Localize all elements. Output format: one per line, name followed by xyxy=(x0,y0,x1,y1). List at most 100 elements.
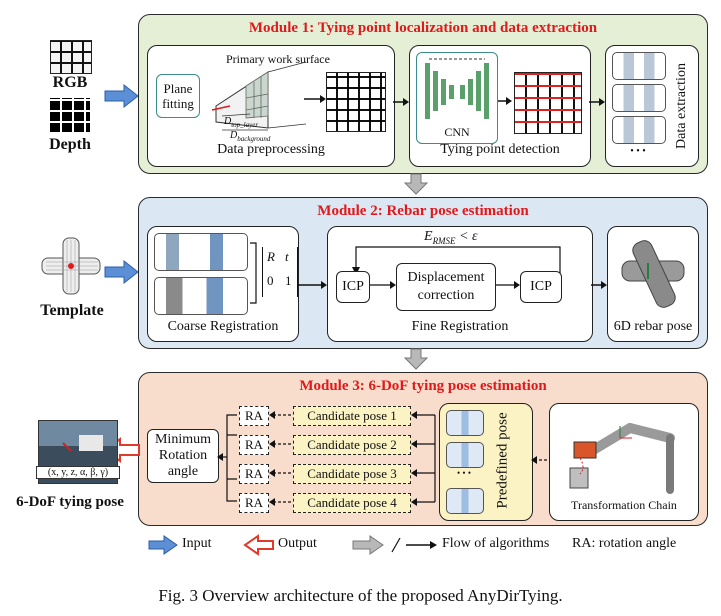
arrow-to-grid xyxy=(304,95,326,103)
robot-arm-figure xyxy=(569,423,675,494)
icp-box-2: ICP xyxy=(520,271,562,303)
chain-to-predefined-arrow xyxy=(531,456,547,464)
candidate-to-ra-arrows xyxy=(269,411,291,506)
extracted-sample-1 xyxy=(612,52,666,80)
coarse-registration-label: Coarse Registration xyxy=(167,319,279,334)
data-preprocessing-panel: Plane fitting Primary work surface Dtop_… xyxy=(147,45,395,167)
rmse-rest: < ε xyxy=(455,229,478,244)
detection-grid-image xyxy=(514,72,582,134)
cnn-label: CNN xyxy=(444,125,470,139)
coarse-bracket xyxy=(250,242,257,304)
coarse-step-1-image xyxy=(154,233,248,271)
d-bg-main: D xyxy=(230,130,238,141)
input-arrow-1 xyxy=(104,83,139,109)
legend-output-arrow xyxy=(243,534,274,556)
candidate-pose-4: Candidate pose 4 xyxy=(293,493,411,513)
data-preprocessing-label: Data preprocessing xyxy=(217,142,325,157)
legend-input-arrow xyxy=(148,535,178,555)
rebar-pose-panel: 6D rebar pose xyxy=(607,226,699,342)
flow-arrow-down-1 xyxy=(403,173,429,195)
predefined-ellipsis: • • • xyxy=(457,468,471,478)
data-extraction-label: Data extraction xyxy=(674,63,689,149)
transformation-chain-panel: Transformation Chain xyxy=(549,403,699,521)
legend-output-label: Output xyxy=(278,536,317,551)
cnn-layers xyxy=(425,58,489,119)
depth-label: Depth xyxy=(49,136,91,153)
output-label: 6-DoF tying pose xyxy=(16,494,124,510)
tying-point-detection-panel: CNN Tying point detection xyxy=(409,45,591,167)
ra-bracket xyxy=(217,414,237,502)
matrix-1: 1 xyxy=(285,273,292,288)
module3-title: Module 3: 6-DoF tying pose estimation xyxy=(299,378,547,394)
d-top-sub: top_layer xyxy=(231,121,259,129)
transformation-chain-label: Transformation Chain xyxy=(571,498,677,512)
predefined-pose-label: Predefined pose xyxy=(494,412,511,509)
pose-tuple-label: (x, y, z, α, β, γ) xyxy=(36,466,120,479)
d-background-label: Dbackground xyxy=(230,130,270,143)
template-image xyxy=(38,236,104,296)
predefined-pose-3 xyxy=(446,488,484,514)
depth-image xyxy=(50,98,90,132)
predefined-pose-1 xyxy=(446,410,484,436)
minimum-rotation-box: Minimum Rotation angle xyxy=(147,429,219,483)
figure-caption: Fig. 3 Overview architecture of the prop… xyxy=(158,586,563,605)
primary-surface-figure xyxy=(211,61,307,131)
matrix-t: t xyxy=(285,249,289,264)
module1-panel: Module 1: Tying point localization and d… xyxy=(138,14,708,174)
arrow-m1-b xyxy=(589,98,605,106)
preprocessed-grid-image xyxy=(326,72,386,132)
d-top-label: Dtop_layer xyxy=(224,116,258,129)
legend-flow-label: Flow of algorithms xyxy=(442,536,550,551)
template-label: Template xyxy=(40,302,104,319)
arrow-m1-a xyxy=(393,98,409,106)
extracted-sample-3 xyxy=(612,116,666,144)
input-arrow-2 xyxy=(104,259,139,285)
d-bg-sub: background xyxy=(237,135,271,143)
predefined-pose-2 xyxy=(446,442,484,468)
matrix-0: 0 xyxy=(267,273,274,288)
module2-panel: Module 2: Rebar pose estimation R t 0 1 … xyxy=(138,197,708,349)
primary-surface-label: Primary work surface xyxy=(226,52,330,66)
coarse-step-2-image xyxy=(154,277,248,315)
transform-matrix: R t 0 1 xyxy=(262,247,298,297)
rgb-label: RGB xyxy=(52,74,88,91)
cnn-box: CNN xyxy=(416,52,498,144)
icp-box-1: ICP xyxy=(336,271,370,303)
predefined-to-candidate-arrows xyxy=(411,411,436,506)
module1-title: Module 1: Tying point localization and d… xyxy=(248,20,598,36)
rgb-image xyxy=(50,40,92,74)
legend-ra-note: RA: rotation angle xyxy=(572,536,677,551)
rebar-pose-figure xyxy=(621,240,685,308)
rebar-pose-label: 6D rebar pose xyxy=(613,319,693,334)
tying-point-detection-label: Tying point detection xyxy=(440,142,560,157)
legend-input-label: Input xyxy=(182,536,212,551)
arrow-m2-a xyxy=(297,281,327,289)
extraction-ellipsis: • • • xyxy=(630,146,646,157)
rmse-sub: RMSE xyxy=(432,235,456,246)
matrix-r: R xyxy=(267,249,275,264)
coarse-registration-panel: R t 0 1 Coarse Registration xyxy=(147,226,299,342)
legend-flow-arrows xyxy=(352,535,437,555)
data-extraction-panel: • • • Data extraction xyxy=(605,45,699,167)
candidate-pose-1: Candidate pose 1 xyxy=(293,406,411,426)
ra-box-1: RA xyxy=(239,406,269,426)
rmse-condition: ERMSE < ε xyxy=(424,229,478,246)
arrow-to-detection xyxy=(498,97,512,105)
extracted-sample-2 xyxy=(612,84,666,112)
ra-box-4: RA xyxy=(239,493,269,513)
ra-box-2: RA xyxy=(239,435,269,455)
predefined-pose-panel: • • • Predefined pose xyxy=(439,403,533,521)
candidate-pose-2: Candidate pose 2 xyxy=(293,435,411,455)
arrow-m2-b xyxy=(591,281,607,289)
flow-arrow-down-2 xyxy=(403,348,429,370)
module3-panel: Module 3: 6-DoF tying pose estimation Mi… xyxy=(138,372,708,526)
displacement-correction-box: Displacement correction xyxy=(396,263,496,311)
fine-registration-panel: ERMSE < ε ICP Displacement correction IC… xyxy=(327,226,593,342)
d-top-main: D xyxy=(224,116,232,127)
plane-fitting-box: Plane fitting xyxy=(156,74,200,118)
module2-title: Module 2: Rebar pose estimation xyxy=(317,203,529,219)
candidate-pose-3: Candidate pose 3 xyxy=(293,464,411,484)
fine-registration-label: Fine Registration xyxy=(411,319,509,334)
rmse-main: E xyxy=(424,229,433,244)
ra-box-3: RA xyxy=(239,464,269,484)
